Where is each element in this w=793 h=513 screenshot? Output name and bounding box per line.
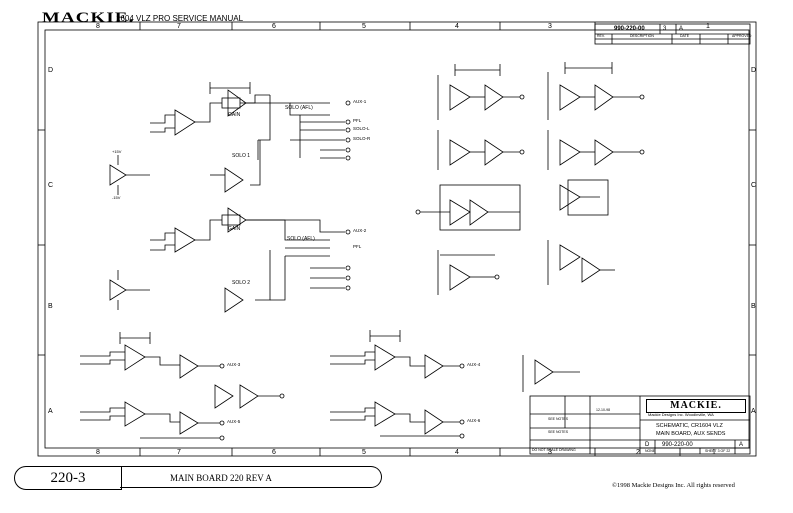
label-solo-afl-1: SOLO (AFL)	[285, 105, 313, 111]
rev-header-rev: REV.	[597, 34, 605, 38]
page-id: 220-3	[14, 466, 122, 490]
title-line-1: SCHEMATIC, CR1604 VLZ	[656, 423, 723, 429]
row-label-left-d: D	[48, 67, 54, 74]
title-rev: A	[739, 442, 744, 448]
col-label-top-5: 5	[362, 23, 366, 30]
label-solo-l: SOLO-L	[353, 126, 370, 131]
label-aux-2: AUX-2	[353, 228, 367, 233]
col-label-bottom-8: 8	[96, 449, 100, 456]
rev-header-approved: APPROVED	[732, 34, 752, 38]
col-label-top-4: 4	[455, 23, 459, 30]
label-pfl-1: PFL	[353, 118, 362, 123]
title-scale: NONE	[645, 449, 656, 453]
title-finish: SEE NOTES	[548, 430, 569, 434]
col-label-top-8: 8	[96, 23, 100, 30]
col-label-bottom-5: 5	[362, 449, 366, 456]
label-aux-4: AUX-4	[467, 362, 481, 367]
row-label-left-b: B	[48, 303, 53, 310]
rev-block-dwg-no: 990-220-00	[614, 26, 645, 32]
col-label-top-7: 7	[177, 23, 181, 30]
rev-header-date: DATE	[680, 34, 690, 38]
title-date: 12-10-98	[596, 408, 611, 412]
label-plus-15v: +15V	[112, 149, 122, 154]
inner-frame	[44, 29, 750, 449]
row-label-left-a: A	[48, 408, 53, 415]
label-pfl-2: PFL	[353, 244, 362, 249]
col-label-top-1: 1	[706, 23, 710, 30]
row-label-right-d: D	[751, 67, 757, 74]
rev-header-desc: DESCRIPTION	[630, 34, 654, 38]
col-label-top-3: 3	[548, 23, 552, 30]
board-description: MAIN BOARD 220 REV A	[120, 466, 382, 488]
label-gain-2: GAIN	[228, 226, 241, 232]
col-label-top-6: 6	[272, 23, 276, 30]
col-label-bottom-3: 3	[548, 449, 552, 456]
row-label-right-b: B	[751, 303, 756, 310]
title-size: D	[645, 442, 650, 448]
label-solo-2: SOLO 2	[232, 280, 251, 286]
title-block-logo: MACKIE.	[646, 399, 746, 413]
col-label-bottom-2: 2	[636, 449, 640, 456]
label-aux-6: AUX-6	[467, 418, 481, 423]
col-label-bottom-7: 7	[177, 449, 181, 456]
title-do-not-scale: DO NOT SCALE DRAWING	[532, 448, 576, 452]
title-sheet: SHEET 3 OF 22	[705, 449, 731, 453]
copyright: ©1998 Mackie Designs Inc. All rights res…	[612, 482, 735, 489]
title-material: SEE NOTES	[548, 417, 569, 421]
rev-block-rev: A	[679, 26, 684, 32]
col-label-bottom-6: 6	[272, 449, 276, 456]
label-aux-1: AUX-1	[353, 99, 367, 104]
label-solo-r: SOLO-R	[353, 136, 371, 141]
col-label-bottom-4: 4	[455, 449, 459, 456]
label-aux-5: AUX-5	[227, 419, 241, 424]
title-line-2: MAIN BOARD, AUX SENDS	[656, 431, 726, 437]
label-minus-15v: -15V	[112, 195, 121, 200]
col-label-bottom-1: 1	[712, 449, 716, 456]
row-label-left-c: C	[48, 182, 54, 189]
rev-block-sht: 3	[663, 26, 667, 32]
title-dwg-no: 990-220-00	[662, 442, 693, 448]
label-aux-3: AUX-3	[227, 362, 241, 367]
label-solo-afl-2: SOLO (AFL)	[287, 236, 315, 242]
title-block-company: Mackie Designs Inc. Woodinville, WA	[648, 412, 714, 417]
row-label-right-a: A	[751, 408, 756, 415]
manual-title: 1604 VLZ PRO SERVICE MANUAL	[116, 14, 244, 23]
outer-frame	[37, 21, 757, 457]
row-label-right-c: C	[751, 182, 757, 189]
label-gain-1: GAIN	[228, 112, 241, 118]
label-solo-1: SOLO 1	[232, 153, 251, 159]
